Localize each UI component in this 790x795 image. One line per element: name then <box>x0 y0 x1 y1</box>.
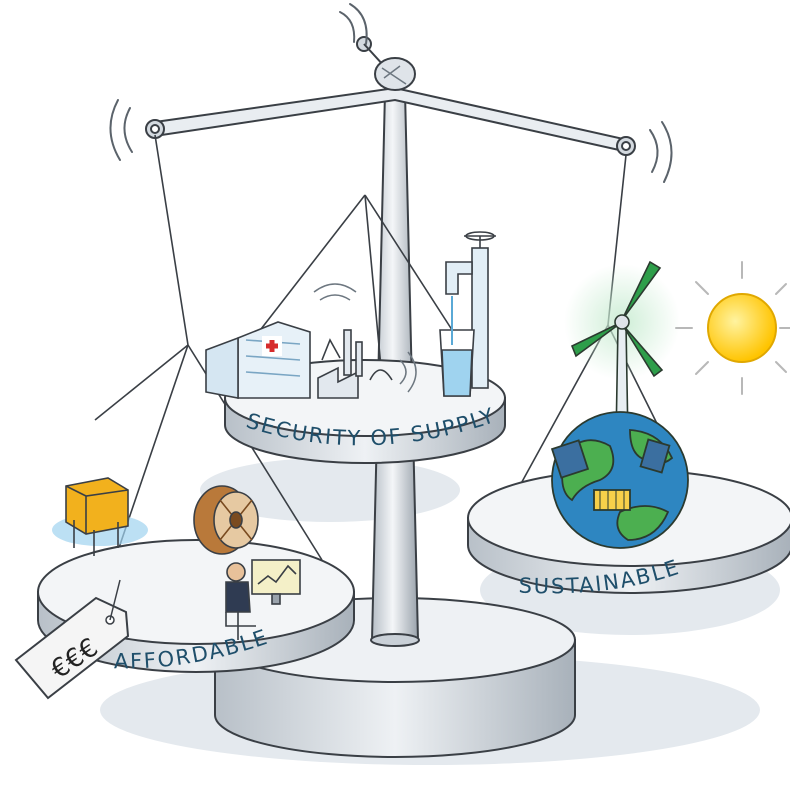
hospital-icon <box>206 322 310 398</box>
scale-pivot-icon <box>375 58 415 90</box>
cable-reel-icon <box>194 486 258 554</box>
sun-icon <box>676 262 790 394</box>
globe-icon <box>552 412 688 548</box>
water-glass-icon <box>440 296 474 396</box>
